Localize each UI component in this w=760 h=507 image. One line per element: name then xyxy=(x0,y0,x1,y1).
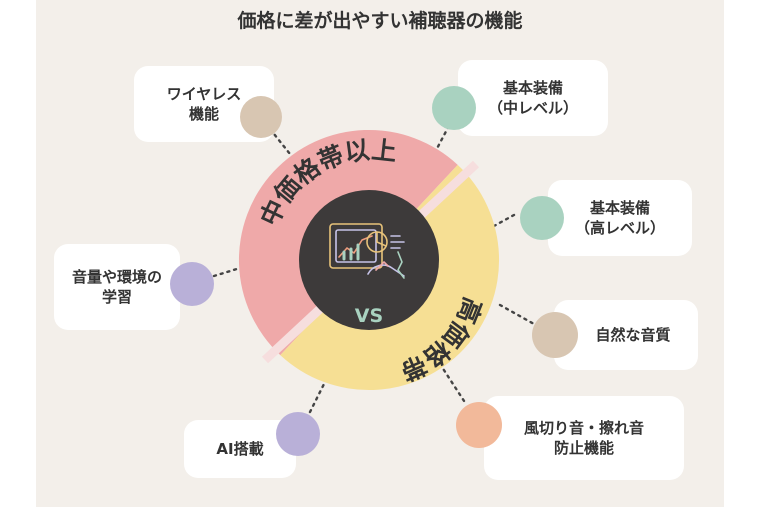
feature-label-line: 基本装備 xyxy=(589,198,650,217)
feature-dot-ai xyxy=(276,412,320,456)
feature-label-line: ワイヤレス xyxy=(166,84,242,103)
page-title: 価格に差が出やすい補聴器の機能 xyxy=(237,10,523,32)
feature-dot-basic-mid xyxy=(432,86,476,130)
vs-label: VS xyxy=(355,305,383,327)
connector-basic-high xyxy=(492,213,516,228)
connector-ai xyxy=(308,382,326,414)
feature-label-line: AI搭載 xyxy=(216,439,264,458)
feature-card-ai: AI搭載 xyxy=(184,420,296,478)
feature-label-line: 風切り音・擦れ音 xyxy=(523,418,644,437)
feature-label-line: （高レベル） xyxy=(574,219,665,237)
feature-label-line: 基本装備 xyxy=(502,78,563,97)
feature-label-line: 自然な音質 xyxy=(595,325,671,344)
feature-dot-wind-noise xyxy=(456,402,502,448)
high-price-ring xyxy=(280,164,500,391)
analytics-dashboard-icon xyxy=(329,223,405,279)
connector-wind-noise xyxy=(438,362,468,406)
feature-card-natural-sound: 自然な音質 xyxy=(554,300,698,370)
feature-card-learning: 音量や環境の 学習 xyxy=(54,244,180,330)
feature-dot-basic-high xyxy=(520,196,564,240)
center-disc xyxy=(299,190,439,330)
feature-label-line: 防止機能 xyxy=(553,439,614,457)
feature-dot-natural-sound xyxy=(532,312,578,358)
feature-label-line: 機能 xyxy=(188,105,219,123)
feature-card-basic-mid: 基本装備 （中レベル） xyxy=(458,60,608,136)
feature-card-wind-noise: 風切り音・擦れ音 防止機能 xyxy=(484,396,684,480)
feature-dot-learning xyxy=(170,262,214,306)
feature-label-line: （中レベル） xyxy=(487,99,578,117)
feature-dot-wireless xyxy=(240,96,282,138)
feature-card-basic-high: 基本装備 （高レベル） xyxy=(548,180,692,256)
feature-label-line: 学習 xyxy=(101,288,132,306)
feature-label-line: 音量や環境の xyxy=(71,267,162,286)
mid-price-ring xyxy=(238,129,458,356)
connector-learning xyxy=(212,266,242,278)
connector-natural-sound xyxy=(498,303,536,326)
